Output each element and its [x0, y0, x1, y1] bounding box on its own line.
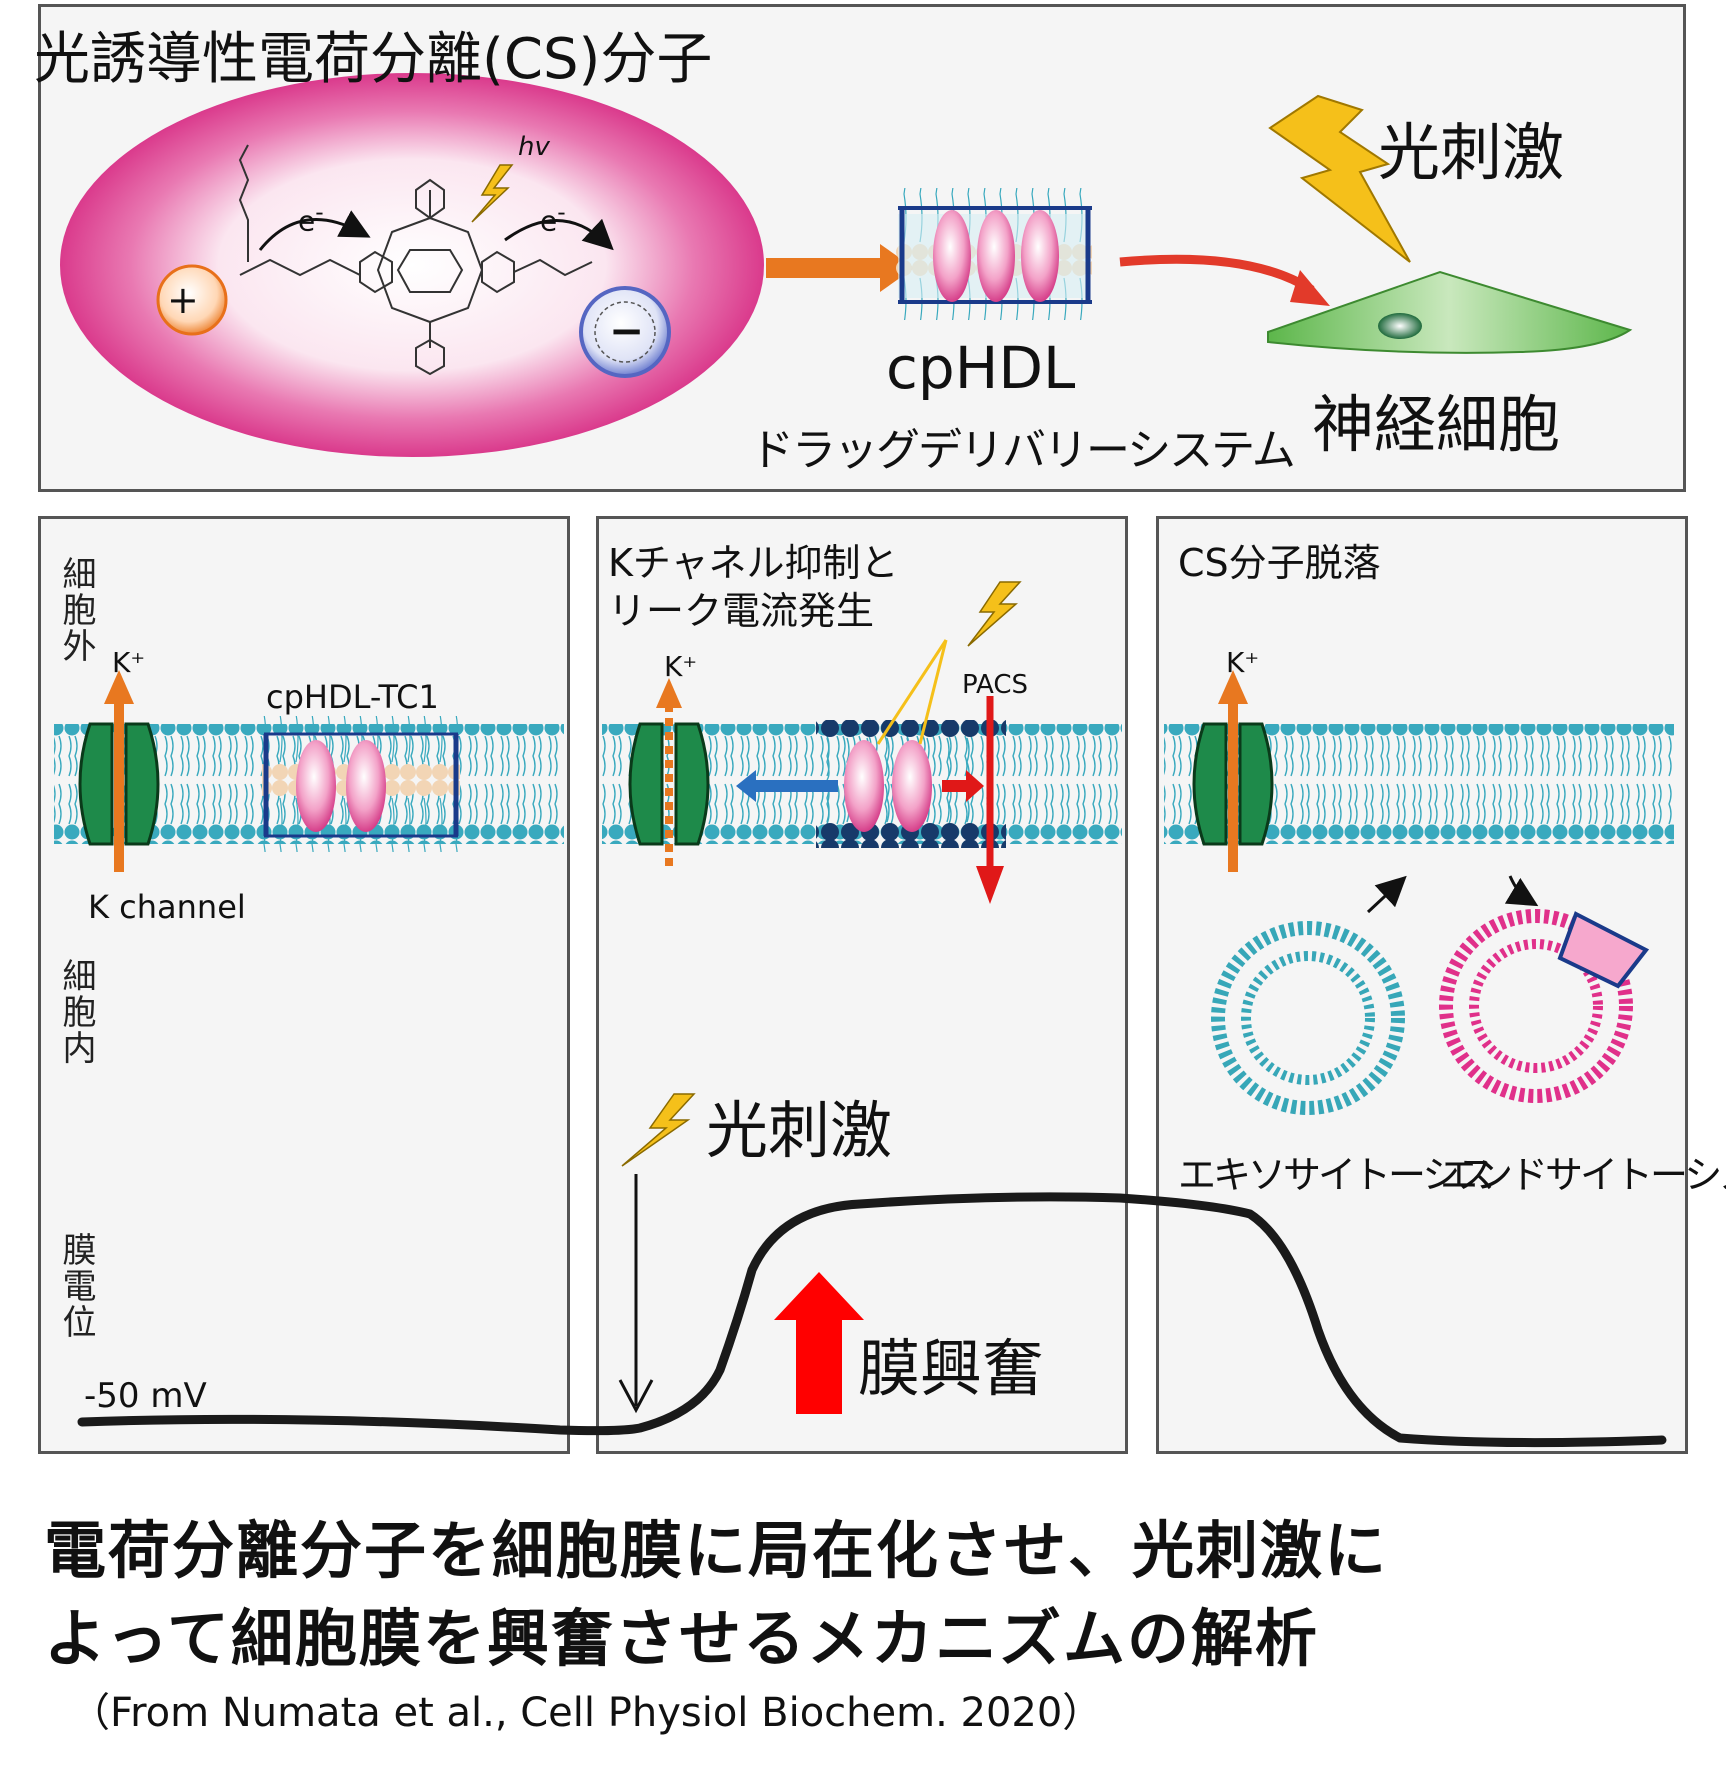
- excitation-label: 膜興奮: [858, 1332, 1045, 1405]
- electron-label-2: e-: [540, 198, 566, 238]
- potential-label: 膜電位: [56, 1232, 96, 1340]
- intracellular-label: 細胞内: [56, 958, 96, 1066]
- left-panel: [38, 516, 570, 1454]
- k-ion-label-middle: K⁺: [664, 650, 698, 683]
- caption-line-1: 電荷分離分子を細胞膜に局在化させ、光刺激に: [44, 1514, 1389, 1587]
- caption-line-2: よって細胞膜を興奮させるメカニズムの解析: [44, 1602, 1320, 1675]
- exocytosis-vesicle: [1211, 921, 1405, 1115]
- electron-arrow-2: [504, 218, 614, 251]
- k-ion-label-right: K⁺: [1226, 646, 1260, 679]
- light-label-middle: 光刺激: [706, 1094, 893, 1167]
- middle-panel: [596, 516, 1128, 1454]
- red-delivery-arrow: [1119, 254, 1315, 294]
- neuron-nucleus: [1378, 313, 1422, 339]
- drug-delivery-label: ドラッグデリバリーシステム: [750, 425, 1296, 476]
- red-small-arrow: [942, 770, 984, 802]
- cphdl-tc1-label: cpHDL-TC1: [266, 678, 439, 716]
- k-channel-label: K channel: [88, 888, 246, 926]
- light-label-top: 光刺激: [1378, 116, 1565, 189]
- hv-bolt-icon: [471, 164, 514, 223]
- extracellular-label: 細胞外: [56, 556, 96, 664]
- cphdl-disc: [896, 188, 1092, 320]
- k-channel-middle: [628, 678, 710, 866]
- positive-charge-sphere: [156, 264, 228, 336]
- neuron-cell: [1267, 270, 1633, 354]
- cs-molecule-structure: [238, 144, 593, 376]
- membrane-potential-trace: [77, 1192, 1667, 1448]
- blue-leak-arrow: [736, 770, 838, 802]
- hv-label: hv: [518, 132, 550, 162]
- plus-label: +: [167, 278, 199, 322]
- minus-label: −: [609, 306, 645, 355]
- exocytosis-label: エキソサイトーシス: [1178, 1153, 1495, 1197]
- electron-label-1: e-: [298, 198, 324, 238]
- light-bolt-icon: [1268, 94, 1411, 263]
- stimulus-bolt-icon: [621, 1093, 696, 1167]
- k-channel-right: [1192, 670, 1274, 872]
- cs-molecule-oval: [60, 73, 764, 457]
- baseline-label: -50 mV: [84, 1376, 207, 1416]
- citation: （From Numata et al., Cell Physiol Bioche…: [70, 1690, 1103, 1736]
- k-ion-label-left: K⁺: [112, 646, 146, 679]
- middle-title-2: リーク電流発生: [608, 589, 875, 633]
- k-channel-left: [78, 670, 160, 872]
- top-title: 光誘導性電荷分離(CS)分子: [34, 27, 713, 92]
- excitation-arrow: [774, 1272, 864, 1414]
- negative-charge-sphere: [579, 286, 671, 378]
- middle-title-1: Kチャネル抑制と: [608, 541, 899, 585]
- neuron-label: 神経細胞: [1312, 388, 1561, 461]
- orange-arrow: [766, 244, 914, 292]
- middle-bolt-icon: [967, 581, 1022, 647]
- cphdl-tc1-left: [262, 716, 460, 852]
- endocytosis-label: エンドサイトーシス: [1440, 1153, 1726, 1197]
- pacs-label: PACS: [962, 670, 1029, 700]
- right-title: CS分子脱落: [1178, 541, 1381, 585]
- endocytosis-vesicle: [1439, 909, 1650, 1103]
- electron-arrow-1: [258, 210, 371, 251]
- cphdl-label: cpHDL: [886, 334, 1076, 402]
